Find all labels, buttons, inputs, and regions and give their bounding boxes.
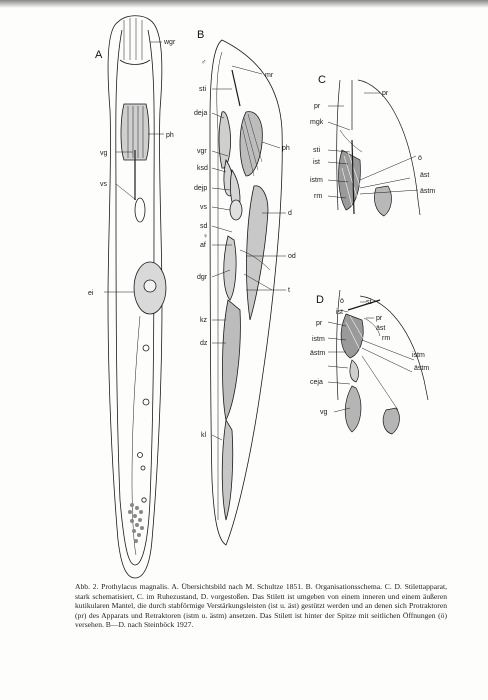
label-c-o: ö: [418, 155, 422, 162]
label-d-astm-right: ästm: [414, 365, 429, 372]
label-c-pr-left: pr: [314, 103, 321, 110]
label-d-astm-left: ästm: [310, 350, 325, 357]
label-d-pr-right: pr: [376, 315, 383, 322]
label-b-dgr: dgr: [197, 274, 208, 281]
label-b-d: d: [288, 210, 292, 217]
label-a-wgr: wgr: [163, 39, 176, 46]
label-c-astm: ästm: [420, 188, 435, 195]
label-c-istm: istm: [310, 177, 323, 184]
label-b-ksd: ksd: [197, 165, 208, 172]
label-d-o: ö: [340, 298, 344, 305]
label-c-rm: rm: [314, 193, 322, 200]
label-b-sd: sd: [200, 223, 208, 230]
label-b-ph: ph: [282, 145, 290, 152]
label-b-male: ♂: [201, 59, 206, 66]
label-b-mr: mr: [265, 72, 274, 79]
label-c-pr-right: pr: [382, 90, 389, 97]
label-c-ast: äst: [420, 172, 429, 179]
label-b-vgr: vgr: [197, 148, 207, 155]
panel-b-labels: ♂ mr sti deja ph vgr ksd dejp vs d sd ♀ …: [194, 59, 296, 439]
label-b-kl: kl: [201, 432, 207, 439]
label-b-kz: kz: [200, 317, 208, 324]
label-d-ast: äst: [376, 325, 385, 332]
panel-d-drawing: [327, 289, 429, 435]
figure-caption: Abb. 2. Prothylacus magnalis. A. Übersic…: [75, 582, 447, 630]
label-c-ist: ist: [313, 159, 320, 166]
label-b-af: af: [200, 242, 206, 249]
label-b-od: od: [288, 253, 296, 260]
label-d-pr-left: pr: [316, 320, 323, 327]
panel-a-drawing: [104, 15, 167, 579]
panel-a-labels: wgr ph vg vs ei: [88, 39, 176, 297]
panel-d-letter: D: [316, 294, 324, 306]
label-d-ist: ist: [336, 309, 343, 316]
label-b-sti: sti: [199, 86, 206, 93]
panel-c-letter: C: [318, 74, 326, 86]
label-d-vg: vg: [320, 409, 328, 416]
label-d-rm: rm: [382, 335, 390, 342]
label-b-t: t: [288, 287, 290, 294]
label-a-ei: ei: [88, 290, 94, 297]
panel-a-letter: A: [95, 49, 103, 61]
panel-c-labels: pr pr mgk sti ist ö äst istm rm ästm: [310, 90, 435, 200]
scan-edge-shadow: [0, 0, 488, 8]
label-b-vs: vs: [200, 204, 208, 211]
label-d-istm-right: istm: [412, 352, 425, 359]
label-a-ph: ph: [166, 132, 174, 139]
label-b-dejp: dejp: [194, 185, 207, 192]
panel-d-labels: ö st ist pr äst pr rm istm ästm istm äst…: [310, 298, 429, 416]
panel-b-drawing: [209, 39, 286, 546]
label-d-st: st: [366, 299, 372, 306]
label-a-vg: vg: [100, 150, 108, 157]
panel-b-letter: B: [197, 29, 204, 41]
label-b-deja: deja: [194, 110, 207, 117]
label-c-sti: sti: [313, 147, 320, 154]
label-c-mgk: mgk: [310, 119, 324, 126]
label-d-ceja: ceja: [310, 379, 323, 386]
label-a-vs: vs: [100, 181, 108, 188]
label-d-istm-left: istm: [312, 336, 325, 343]
label-b-dz: dz: [200, 340, 208, 347]
label-b-female: ♀: [203, 233, 208, 240]
panel-c-drawing: [327, 79, 421, 217]
